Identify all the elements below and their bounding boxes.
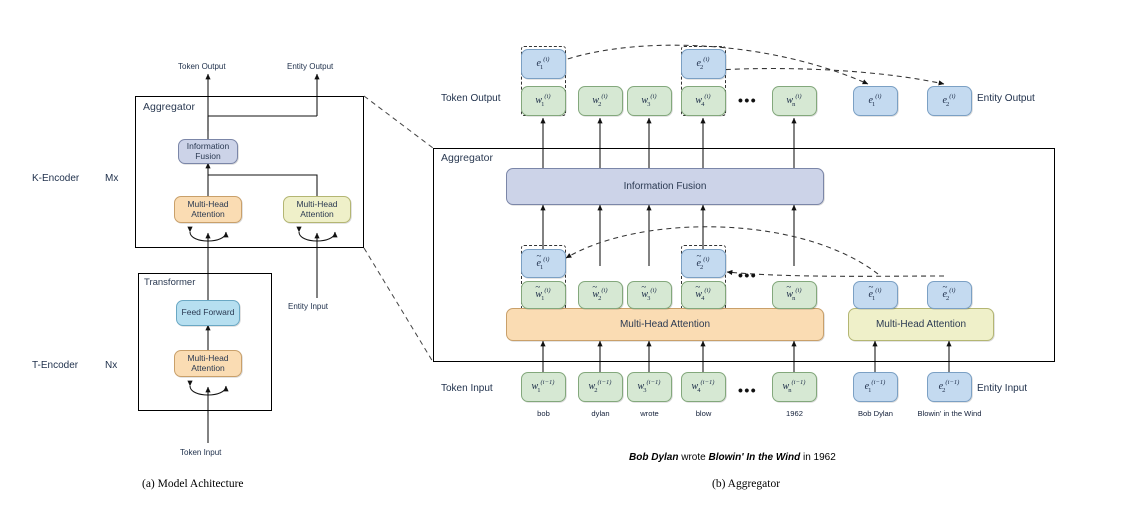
token-input-ellipsis: ••• [738,382,758,398]
token-multi-head-attention-b[interactable]: Multi-Head Attention [506,308,824,341]
sentence-tail: in 1962 [800,452,836,463]
t-encoder-name: T-Encoder [32,360,79,371]
entity-input-node-2[interactable]: e2(i−1) [927,372,972,402]
token-input-word-1: bob [537,409,550,418]
token-multi-head-attention-a[interactable]: Multi-Head Attention [174,196,242,223]
entity-output-node-2[interactable]: e2(i) [927,86,972,116]
token-hidden-ellipsis: ••• [738,267,758,283]
k-encoder-frame [135,96,364,248]
token-input-node-5[interactable]: wn(i−1) [772,372,817,402]
transformer-label: Transformer [144,277,196,288]
entity-hidden-node-1[interactable]: ~e1(i) [853,281,898,309]
token-output-node-3[interactable]: w3(i) [627,86,672,116]
token-output-node-2[interactable]: w2(i) [578,86,623,116]
transformer-attention-label: Multi-Head Attention [187,352,229,373]
sentence-verb: wrote [678,452,709,463]
token-output-node-4[interactable]: w4(i) [681,86,726,116]
token-hidden-node-1[interactable]: ~w1(i) [521,281,566,309]
feed-forward-label: Feed Forward [181,307,235,318]
aggregator-label-b: Aggregator [441,152,493,164]
token-input-node-2[interactable]: w2(i−1) [578,372,623,402]
entity-output-label-b: Entity Output [977,93,1035,104]
token-output-ellipsis: ••• [738,92,758,108]
token-output-node-5[interactable]: wn(i) [772,86,817,116]
entity-multi-head-attention-a[interactable]: Multi-Head Attention [283,196,351,223]
information-fusion-label-b: Information Fusion [623,180,707,192]
token-input-word-3: wrote [640,409,659,418]
entity-input-label-b: Entity Input [977,383,1028,394]
token-output-label-a: Token Output [178,62,226,71]
t-encoder-repeat: Nx [105,360,118,371]
entity-output-node-1[interactable]: e1(i) [853,86,898,116]
entity-input-label-a: Entity Input [288,302,329,311]
token-input-node-1[interactable]: w1(i−1) [521,372,566,402]
transformer-multi-head-attention[interactable]: Multi-Head Attention [174,350,242,377]
token-input-word-4: blow [695,409,712,418]
feed-forward-block[interactable]: Feed Forward [176,300,240,326]
token-input-word-5: 1962 [786,409,803,418]
k-encoder-repeat: Mx [105,173,119,184]
token-hidden-node-4[interactable]: ~w4(i) [681,281,726,309]
entity-input-node-1[interactable]: e1(i−1) [853,372,898,402]
token-hidden-node-2[interactable]: ~w2(i) [578,281,623,309]
token-input-node-4[interactable]: w4(i−1) [681,372,726,402]
sentence-entity-1: Bob Dylan [629,452,679,463]
entity-hidden-node-2[interactable]: ~e2(i) [927,281,972,309]
aggregator-label-a: Aggregator [143,101,195,113]
entity-multi-head-attention-b[interactable]: Multi-Head Attention [848,308,994,341]
token-input-label-a: Token Input [180,448,222,457]
token-input-node-3[interactable]: w3(i−1) [627,372,672,402]
information-fusion-label-a: Information Fusion [186,140,230,161]
token-hidden-node-5[interactable]: ~wn(i) [772,281,817,309]
aggregator-frame-b [433,148,1055,362]
token-output-label-b: Token Output [441,93,501,104]
information-fusion-block-b[interactable]: Information Fusion [506,168,824,205]
stacked-entity-output-node-1[interactable]: e1(i) [521,49,566,79]
k-encoder-name: K-Encoder [32,173,80,184]
stacked-entity-output-node-2[interactable]: e2(i) [681,49,726,79]
token-hidden-node-3[interactable]: ~w3(i) [627,281,672,309]
sentence-entity-2: Blowin' In the Wind [708,452,801,463]
token-attention-label-a: Multi-Head Attention [187,198,229,219]
entity-input-word-1: Bob Dylan [857,409,894,418]
stacked-entity-hidden-node-2[interactable]: ~e2(i) [681,249,726,278]
token-input-label-b: Token Input [441,383,493,394]
token-attention-label-b: Multi-Head Attention [619,318,711,330]
example-sentence: Bob Dylan wrote Blowin' In the Wind in 1… [629,452,836,463]
entity-attention-label-b: Multi-Head Attention [875,318,967,330]
token-input-word-2: dylan [591,409,610,418]
transformer-frame [138,273,272,411]
entity-input-word-2: Blowin' in the Wind [917,409,982,418]
caption-b: (b) Aggregator [712,478,781,490]
information-fusion-block-a[interactable]: Information Fusion [178,139,238,164]
stacked-entity-hidden-node-1[interactable]: ~e1(i) [521,249,566,278]
token-output-node-1[interactable]: w1(i) [521,86,566,116]
caption-a: (a) Model Achitecture [142,478,244,490]
entity-attention-label-a: Multi-Head Attention [296,198,338,219]
entity-output-label-a: Entity Output [287,62,334,71]
